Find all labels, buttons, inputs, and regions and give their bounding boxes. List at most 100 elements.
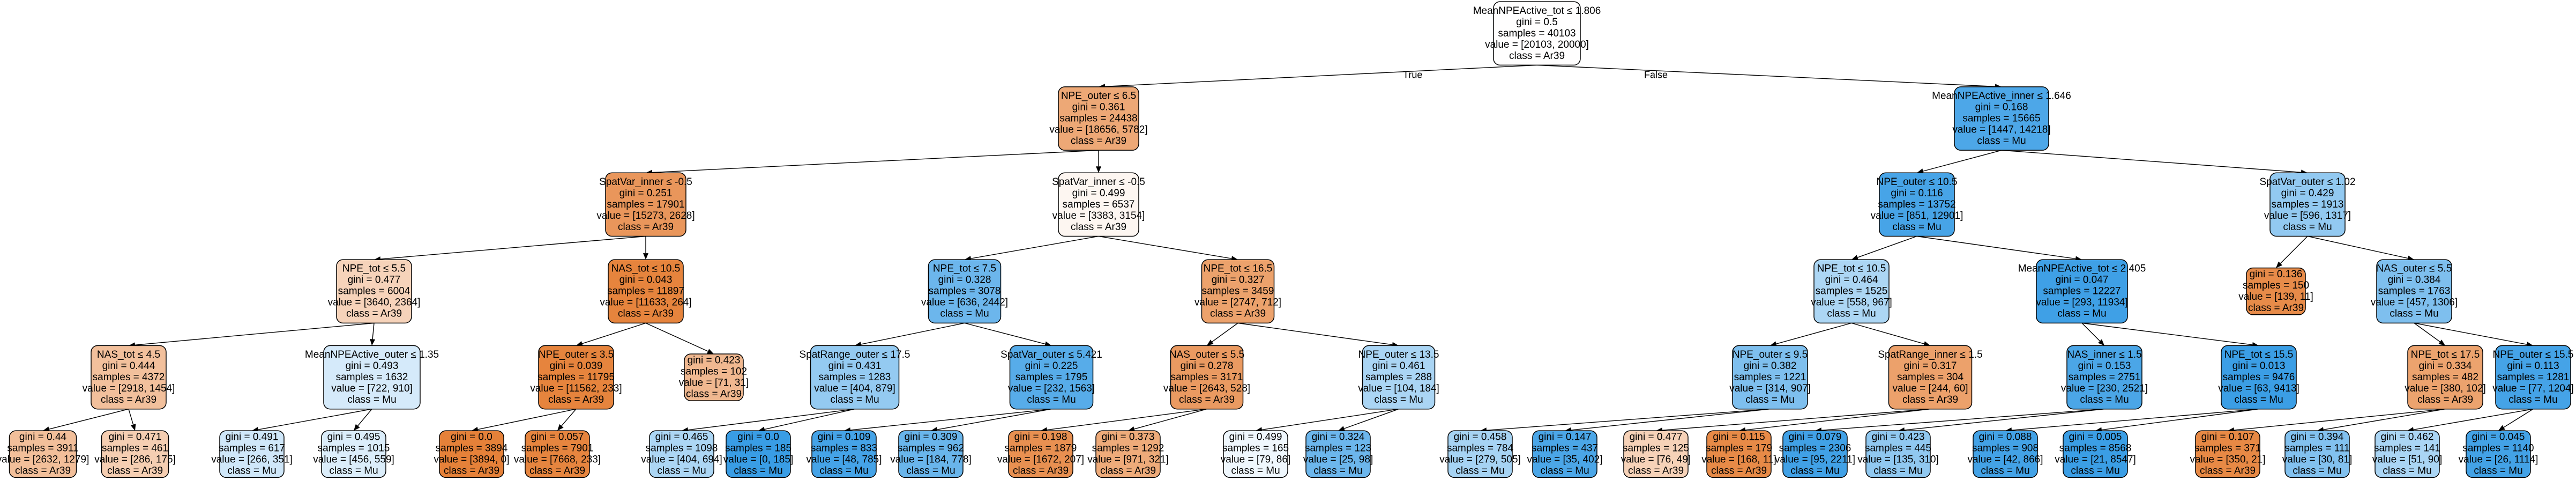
node-box: [2466, 430, 2531, 478]
edge-arrowhead: [1851, 255, 1858, 260]
node-text-line: class = Ar39: [1902, 394, 1958, 405]
edge-arrowhead: [1128, 426, 1135, 432]
node-text-line: value = [25, 98]: [1303, 454, 1373, 466]
node-text-line: gini = 0.109: [818, 432, 871, 443]
node-text-line: value = [1672, 207]: [997, 454, 1084, 466]
node-text-line: gini = 0.168: [1975, 102, 2028, 113]
node-box: [321, 430, 386, 478]
node-box: [1732, 345, 1808, 410]
node-text-line: value = [168, 11]: [1701, 454, 1776, 466]
edge-n7-l6: [561, 409, 577, 426]
node-text-line: gini = 0.013: [2232, 360, 2286, 372]
node-text-line: value = [35, 402]: [1527, 454, 1602, 466]
node-text-line: value = [3894, 0]: [434, 454, 509, 466]
node-text-line: samples = 13752: [1878, 199, 1955, 210]
edge-n9-n10: [970, 235, 1099, 259]
edge-arrowhead: [1923, 341, 1930, 346]
node-text-line: samples = 1098: [646, 443, 718, 454]
node-text-line: value = [63, 9413]: [2218, 383, 2299, 394]
node-text-line: class = Mu: [2293, 466, 2341, 477]
node-text-line: value = [48, 785]: [806, 454, 882, 466]
node-text-line: samples = 2751: [2069, 372, 2141, 383]
node-text-line: class = Ar39: [15, 466, 71, 477]
edge-n16-n24: [2001, 150, 2302, 173]
node-text-line: gini = 0.499: [1229, 432, 1282, 443]
node-text-line: value = [0, 185]: [723, 454, 793, 466]
node-text-line: value = [971, 321]: [1087, 454, 1169, 466]
edge-arrowhead: [2498, 425, 2505, 431]
node-text-line: value = [2632, 1279]: [0, 454, 89, 466]
node-text-line: NPE_outer ≤ 3.5: [539, 349, 614, 360]
edge-n12-l10: [850, 408, 1052, 431]
node-text-line: samples = 11795: [537, 372, 615, 383]
node-text-line: class = Mu: [2474, 466, 2522, 477]
node-box: [898, 430, 964, 478]
node-text-line: value = [266, 351]: [211, 454, 293, 466]
node-text-line: NAS_inner ≤ 1.5: [2067, 349, 2141, 360]
node-text-line: gini = 0.373: [1102, 432, 1155, 443]
node-text-line: class = Ar39: [1071, 136, 1126, 147]
node-text-line: samples = 784: [1447, 443, 1514, 454]
node-text-line: samples = 437: [1532, 443, 1598, 454]
node-box: [538, 345, 614, 410]
node-text-line: samples = 445: [1865, 443, 1931, 454]
node-text-line: NPE_tot ≤ 17.5: [2411, 349, 2480, 360]
node-text-line: class = Ar39: [686, 389, 742, 400]
node-box: [1954, 86, 2049, 151]
node-text-line: samples = 833: [811, 443, 877, 454]
node-box: [2375, 430, 2440, 478]
node-text-line: gini = 0.429: [2281, 188, 2334, 199]
node-text-line: samples = 3911: [7, 443, 78, 454]
node-box: [2221, 345, 2297, 410]
node-text-line: samples = 11897: [607, 286, 684, 297]
node-box: [1009, 345, 1094, 410]
edge-n6-n7: [582, 322, 646, 344]
node-box: [101, 430, 169, 478]
node-text-line: samples = 17901: [607, 199, 684, 210]
node-text-line: samples = 7901: [521, 443, 594, 454]
node-box: [323, 345, 421, 410]
node-text-line: gini = 0.471: [109, 432, 162, 443]
edge-n0-n16: [1536, 64, 1996, 87]
node-text-line: value = [293, 11934]: [2036, 297, 2127, 308]
node-text-line: MeanNPEActive_tot ≤ 1.806: [1473, 5, 1601, 17]
node-text-line: value = [636, 2442]: [921, 297, 1008, 308]
node-text-line: class = Ar39: [1179, 394, 1235, 405]
edge-n4-l1: [49, 409, 129, 430]
edge-n11-l9: [764, 409, 855, 430]
node-text-line: samples = 2306: [1779, 443, 1851, 454]
node-text-line: gini = 0.462: [2381, 432, 2434, 443]
node-text-line: class = Ar39: [346, 308, 402, 320]
node-box: [649, 430, 714, 478]
node-text-line: class = Ar39: [529, 466, 585, 477]
node-text-line: samples = 908: [1972, 443, 2039, 454]
edge-n26-l26: [2323, 409, 2446, 430]
edge-n18-n20: [1851, 322, 1924, 344]
node-box: [1813, 259, 1890, 324]
node-text-line: class = Ar39: [618, 308, 674, 320]
